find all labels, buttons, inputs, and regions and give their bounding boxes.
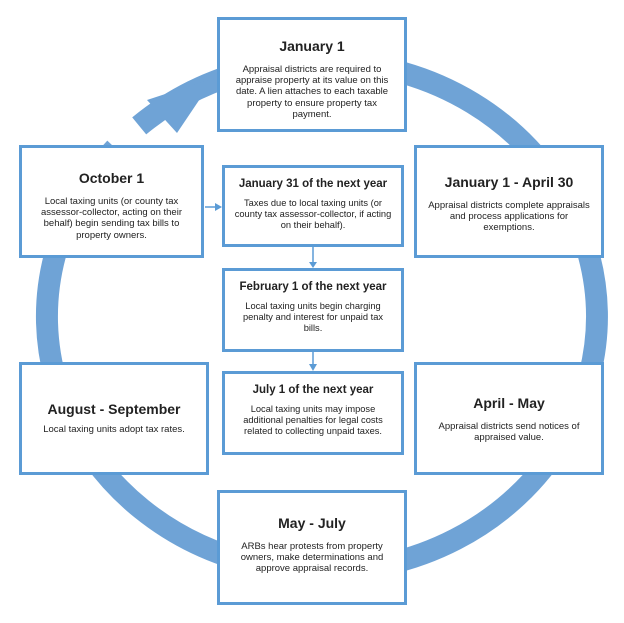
connector-arrow-icon	[309, 364, 317, 371]
step-august-september: August - September Local taxing units ad…	[19, 362, 209, 475]
step-title: February 1 of the next year	[239, 281, 387, 293]
step-april-may: April - May Appraisal districts send not…	[414, 362, 604, 475]
step-description: Appraisal districts send notices of appr…	[438, 421, 580, 444]
step-description: Local taxing units begin charging penalt…	[242, 301, 384, 333]
step-january-1: January 1 Appraisal districts are requir…	[217, 17, 407, 132]
step-february-1-next-year: February 1 of the next year Local taxing…	[222, 268, 404, 352]
step-description: ARBs hear protests from property owners,…	[240, 541, 384, 575]
connector-arrow-icon	[309, 262, 317, 268]
step-may-july: May - July ARBs hear protests from prope…	[217, 490, 407, 605]
step-title: August - September	[47, 401, 181, 417]
step-description: Local taxing units (or county tax assess…	[41, 196, 182, 241]
step-title: April - May	[473, 395, 545, 411]
step-description: Taxes due to local taxing units (or coun…	[234, 198, 392, 230]
step-description: Appraisal districts are required to appr…	[235, 64, 389, 120]
step-description: Appraisal districts complete appraisals …	[428, 200, 590, 234]
step-title: October 1	[78, 170, 145, 186]
cycle-arrowhead-icon	[147, 78, 214, 133]
step-october-1: October 1 Local taxing units (or county …	[19, 145, 204, 258]
step-description: Local taxing units adopt tax rates.	[43, 424, 185, 435]
step-title: January 1 - April 30	[444, 174, 574, 190]
step-january-31-next-year: January 31 of the next year Taxes due to…	[222, 165, 404, 247]
step-july-1-next-year: July 1 of the next year Local taxing uni…	[222, 371, 404, 455]
step-title: January 1	[279, 38, 345, 54]
step-title: May - July	[278, 515, 346, 531]
connector-arrow-icon	[215, 203, 222, 211]
step-january-april: January 1 - April 30 Appraisal districts…	[414, 145, 604, 258]
step-title: January 31 of the next year	[238, 178, 388, 190]
step-description: Local taxing units may impose additional…	[243, 404, 383, 436]
step-title: July 1 of the next year	[252, 384, 374, 396]
